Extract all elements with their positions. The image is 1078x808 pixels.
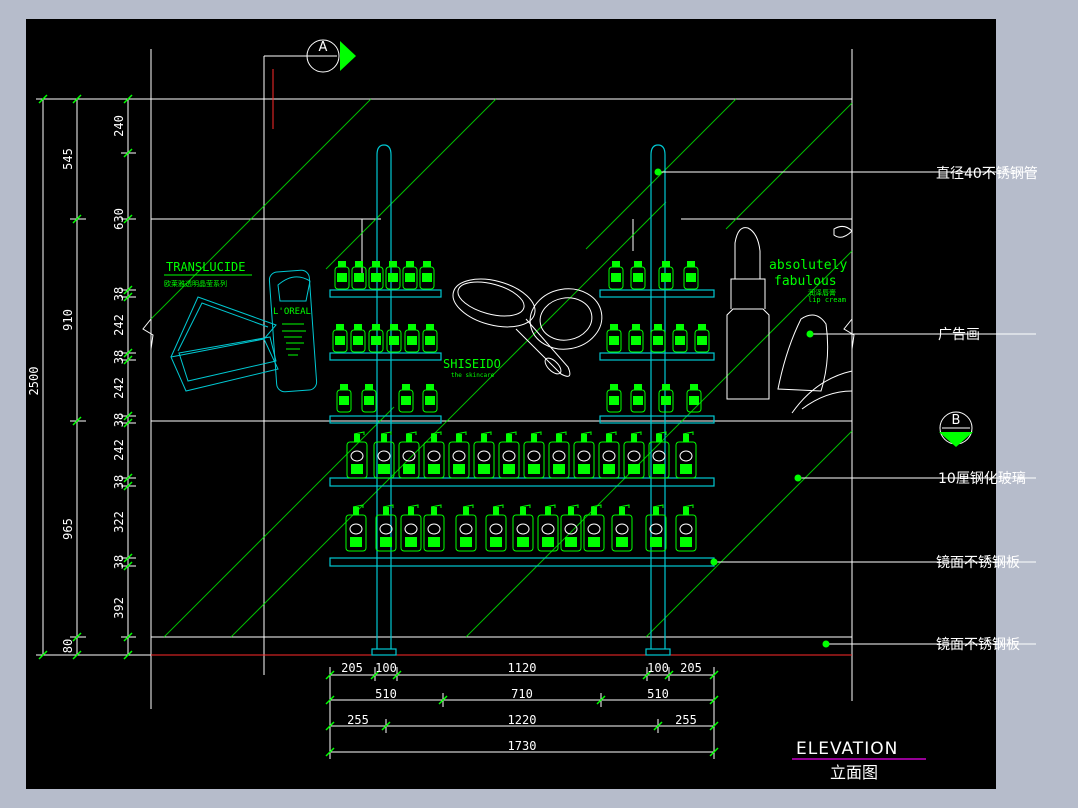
callout-base-plate: 镜面不锈钢板	[936, 637, 1020, 653]
poster-lip-cream: lip cream	[808, 296, 846, 304]
poster-lip-cn: 润泽唇膏	[808, 288, 836, 297]
elevation-subtitle: 立面图	[830, 763, 878, 782]
dim-left-inner-4: 242	[112, 314, 126, 336]
dim-left-inner-6: 242	[112, 377, 126, 399]
callout-pipe: 直径40不锈钢管	[936, 165, 1038, 182]
dim-bottom-3c: 255	[675, 713, 697, 727]
bottom-dimension-lines	[329, 667, 715, 759]
poster-left: TRANSLUCIDE 欧莱雅透明晶莹系列 L'OREAL	[164, 260, 318, 393]
glass-hatch	[150, 98, 853, 638]
dim-bottom-1e: 205	[680, 661, 702, 675]
section-marker-b: B	[939, 411, 973, 447]
products-long-shelf-2	[345, 504, 697, 552]
left-dimension-lines	[36, 98, 151, 656]
callout-glass: 10厘钢化玻璃	[938, 470, 1026, 487]
dim-left-inner-10: 322	[112, 511, 126, 533]
products-upper-left	[332, 260, 438, 413]
dim-bottom-3a: 255	[347, 713, 369, 727]
break-symbols	[142, 318, 855, 350]
elevation-drawing: TRANSLUCIDE 欧莱雅透明晶莹系列 L'OREAL SHISEIDO	[27, 39, 1038, 782]
dim-bottom-1c: 1120	[508, 661, 537, 675]
dim-bottom-1b: 100	[375, 661, 397, 675]
callout-leaders	[658, 171, 1036, 645]
callout-poster: 广告画	[938, 327, 980, 343]
dim-left-outer: 2500	[27, 367, 41, 396]
left-dimension-ticks	[38, 94, 133, 660]
dim-left-inner-11: 38	[112, 555, 126, 569]
products-upper-right	[606, 260, 710, 413]
callout-shelf-plate: 镜面不锈钢板	[936, 555, 1020, 571]
title-block: ELEVATION 立面图	[792, 739, 926, 782]
poster-translucide-sub: 欧莱雅透明晶莹系列	[164, 279, 227, 288]
dim-left-middle-4: 80	[61, 639, 75, 653]
structure-lines	[150, 49, 853, 709]
dim-left-inner-8: 242	[112, 439, 126, 461]
callout-dots	[654, 168, 830, 648]
poster-absolutely: absolutely	[769, 258, 847, 273]
poster-middle: SHISEIDO the skincare	[443, 278, 603, 379]
dim-left-inner-12: 392	[112, 597, 126, 619]
section-marker-a-label: A	[319, 40, 328, 55]
steel-pipes	[371, 144, 671, 656]
dim-left-inner-3: 38	[112, 287, 126, 301]
dim-left-inner-9: 38	[112, 475, 126, 489]
poster-fabulous: fabulous	[774, 274, 837, 289]
dim-bottom-3b: 1220	[508, 713, 537, 727]
poster-shiseido: SHISEIDO	[443, 357, 501, 371]
dim-left-middle-1: 545	[61, 148, 75, 170]
poster-right: absolutely fabulous 润泽唇膏 lip cream	[726, 225, 853, 414]
dim-left-middle-3: 965	[61, 518, 75, 540]
dim-bottom-1a: 205	[341, 661, 363, 675]
drawing-frame: TRANSLUCIDE 欧莱雅透明晶莹系列 L'OREAL SHISEIDO	[26, 19, 1038, 789]
poster-shiseido-sub: the skincare	[451, 372, 495, 379]
dim-bottom-2b: 710	[511, 687, 533, 701]
dim-bottom-2a: 510	[375, 687, 397, 701]
dim-bottom-2c: 510	[647, 687, 669, 701]
dim-left-inner-5: 38	[112, 350, 126, 364]
poster-loreal: L'OREAL	[273, 307, 311, 317]
dim-left-inner-7: 38	[112, 413, 126, 427]
dim-left-inner-1: 240	[112, 115, 126, 137]
bottom-dimension-ticks	[325, 670, 719, 757]
poster-translucide: TRANSLUCIDE	[166, 260, 245, 274]
section-marker-b-label: B	[952, 413, 961, 428]
dim-left-inner-2: 630	[112, 208, 126, 230]
dim-bottom-1d: 100	[647, 661, 669, 675]
dim-bottom-4: 1730	[508, 739, 537, 753]
dim-left-middle-2: 910	[61, 309, 75, 331]
products-long-shelf-1	[346, 431, 697, 479]
elevation-title: ELEVATION	[796, 739, 898, 759]
section-marker-a: A	[306, 39, 356, 73]
